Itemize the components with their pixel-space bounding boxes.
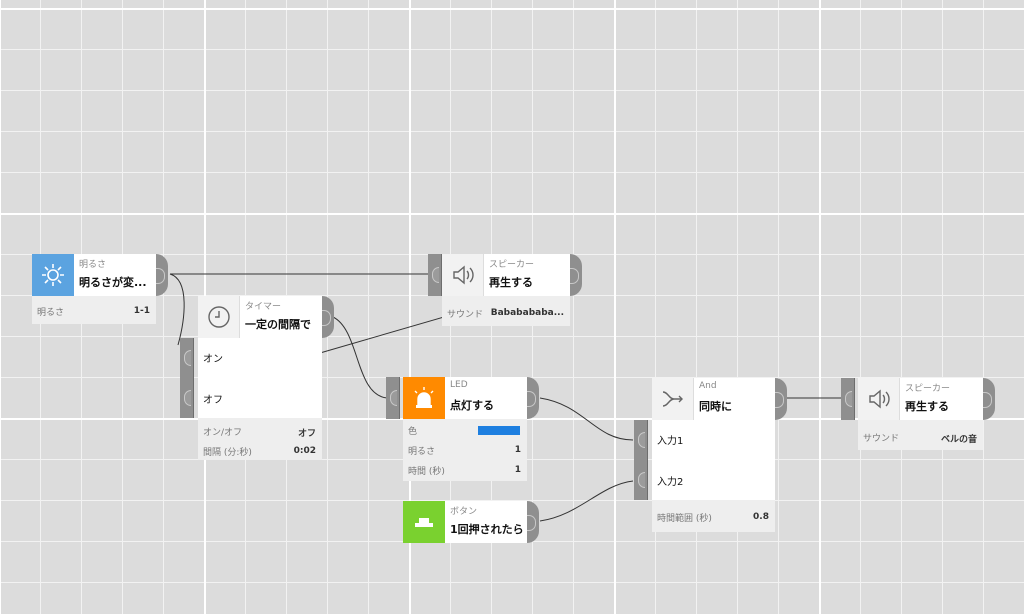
input-label-1: 入力1: [657, 436, 684, 447]
input-connector[interactable]: [428, 254, 442, 296]
property-label: サウンド: [447, 310, 484, 320]
property-value: ベルの音: [940, 435, 977, 445]
output-connector[interactable]: [322, 296, 334, 338]
output-connector[interactable]: [527, 501, 539, 543]
property-label: 色: [408, 427, 418, 437]
button-block-header[interactable]: ボタン 1回押されたら: [403, 501, 527, 543]
input-connector-2[interactable]: [634, 460, 648, 500]
timer-properties: オン/オフ オフ 間隔 (分:秒) 0:02: [198, 418, 322, 460]
led-block-header[interactable]: LED 点灯する: [403, 377, 527, 419]
color-swatch[interactable]: [478, 426, 520, 435]
input-connector-on[interactable]: [180, 338, 194, 378]
input-connector[interactable]: [386, 377, 400, 419]
property-value: 0.8: [753, 512, 769, 522]
speaker-icon: [858, 378, 900, 420]
input-label-off: オフ: [203, 395, 223, 406]
input-label-on: オン: [203, 354, 223, 365]
property-label: 間隔 (分:秒): [203, 448, 252, 458]
property-value: オフ: [297, 429, 316, 439]
property-value: 1: [514, 445, 521, 455]
property-row[interactable]: 明るさ 1: [403, 439, 527, 459]
property-label: 明るさ: [37, 308, 65, 318]
block-action-label: 同時に: [699, 400, 732, 413]
output-connector[interactable]: [775, 378, 787, 420]
wire-led-to-and-input1: [539, 397, 634, 441]
property-row[interactable]: 時間 (秒) 1: [403, 459, 527, 479]
property-row[interactable]: 明るさ 1-1: [32, 300, 156, 320]
speaker-block-header[interactable]: スピーカー 再生する: [442, 254, 570, 296]
speaker-properties: サウンド ベルの音: [858, 420, 983, 450]
property-row[interactable]: 時間範囲 (秒) 0.8: [652, 506, 775, 526]
and-properties: 時間範囲 (秒) 0.8: [652, 500, 775, 532]
property-value: 1-1: [133, 306, 150, 316]
speaker-properties: サウンド Babababab​a...: [442, 296, 570, 326]
property-label: 時間範囲 (秒): [657, 514, 712, 524]
and-block-header[interactable]: And 同時に: [652, 378, 775, 420]
block-action-label: 点灯する: [450, 399, 494, 412]
push-button-icon: [403, 501, 445, 543]
property-row[interactable]: サウンド ベルの音: [858, 426, 983, 446]
property-row[interactable]: 間隔 (分:秒) 0:02: [198, 440, 322, 460]
property-label: サウンド: [863, 434, 900, 444]
siren-icon: [403, 377, 445, 419]
output-connector[interactable]: [156, 254, 168, 296]
output-connector[interactable]: [527, 377, 539, 419]
wire-brightness-to-timer-on: [169, 273, 185, 346]
sun-icon: [32, 254, 74, 296]
property-label: オン/オフ: [203, 428, 243, 438]
block-kind-label: スピーカー: [489, 260, 535, 270]
brightness-block-header[interactable]: 明るさ 明るさが変...: [32, 254, 156, 296]
input-label-2: 入力2: [657, 477, 684, 488]
property-value: Babababab​a...: [490, 308, 564, 318]
output-connector[interactable]: [983, 378, 995, 420]
timer-inputs: オン オフ: [198, 338, 322, 418]
property-row-color[interactable]: 色: [403, 419, 527, 439]
brightness-properties: 明るさ 1-1: [32, 296, 156, 324]
output-connector[interactable]: [570, 254, 582, 296]
input-connector-off[interactable]: [180, 378, 194, 418]
block-action-label: 再生する: [905, 400, 949, 413]
block-action-label: 明るさが変...: [79, 276, 147, 289]
speaker-block-header[interactable]: スピーカー 再生する: [858, 378, 983, 420]
property-label: 時間 (秒): [408, 467, 445, 477]
wire-timer-to-led: [332, 316, 388, 399]
clock-icon: [198, 296, 240, 338]
block-action-label: 1回押されたら: [450, 523, 524, 536]
property-row[interactable]: サウンド Babababab​a...: [442, 302, 570, 322]
merge-arrow-icon: [652, 378, 694, 420]
block-kind-label: 明るさ: [79, 260, 107, 270]
block-action-label: 一定の間隔で: [245, 318, 311, 331]
led-properties: 色 明るさ 1 時間 (秒) 1: [403, 419, 527, 481]
property-row[interactable]: オン/オフ オフ: [198, 420, 322, 440]
input-connector-1[interactable]: [634, 420, 648, 460]
block-kind-label: LED: [450, 380, 468, 390]
block-kind-label: タイマー: [245, 302, 282, 312]
timer-block-header[interactable]: タイマー 一定の間隔で: [198, 296, 322, 338]
speaker-icon: [442, 254, 484, 296]
property-value: 0:02: [293, 446, 316, 456]
property-value: 1: [514, 465, 521, 475]
block-kind-label: ボタン: [450, 507, 478, 517]
wire-button-to-and-input2: [539, 480, 634, 522]
block-kind-label: And: [699, 381, 717, 391]
property-label: 明るさ: [408, 447, 436, 457]
input-connector[interactable]: [841, 378, 855, 420]
block-kind-label: スピーカー: [905, 384, 951, 394]
and-inputs: 入力1 入力2: [652, 420, 775, 500]
block-action-label: 再生する: [489, 276, 533, 289]
